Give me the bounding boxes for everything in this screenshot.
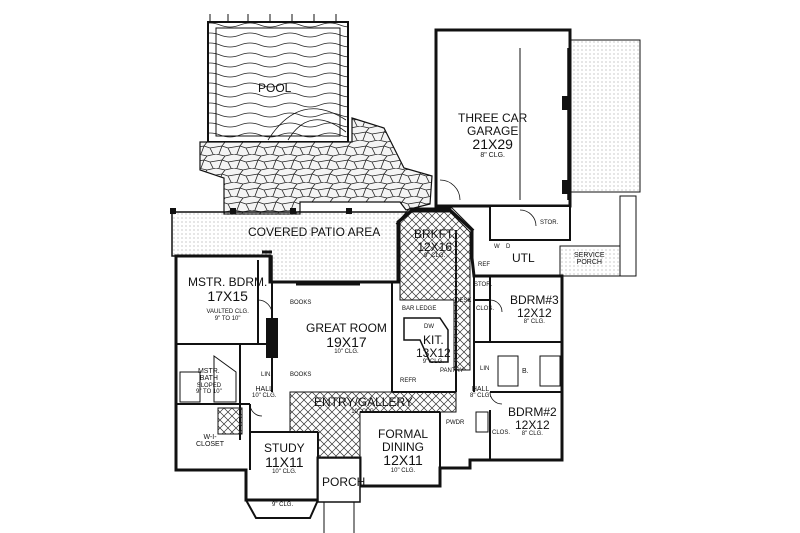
great-room-size: 19X17	[326, 333, 367, 350]
washer-label: W	[494, 244, 500, 250]
garage-outline	[434, 28, 641, 241]
covered-patio-label: COVERED PATIO AREA	[248, 225, 381, 239]
bedroom2-ceiling: 8" CLG.	[521, 431, 543, 438]
study-name: STUDY	[264, 441, 305, 455]
service-porch-1: SERVICE	[574, 252, 605, 259]
study-bay-ceiling: 9" CLG.	[272, 502, 294, 508]
kitchen-island	[403, 317, 449, 363]
bedroom3-size: 12X12	[516, 305, 552, 320]
master-bedroom-ceiling-2: 9" TO 10"	[214, 315, 241, 322]
pool-label: POOL	[258, 81, 292, 95]
powder-room-label: PWDR	[446, 420, 465, 426]
service-porch-outline	[559, 195, 637, 277]
bath-right-fixtures	[475, 355, 561, 433]
bedroom3-label: BDRM#3 12X12 8" CLG.	[510, 294, 559, 325]
linen-left-label: LIN.	[261, 372, 273, 378]
master-bedroom-label: MSTR. BDRM. 17X15 VAULTED CLG. 9" TO 10"	[188, 276, 267, 322]
master-bath-fixtures	[179, 355, 243, 435]
service-porch-label: SERVICE PORCH	[574, 252, 605, 267]
bedroom3-name: BDRM#3	[510, 293, 559, 307]
garage-size: 21X29	[472, 136, 513, 153]
hall-left-label: HALL 10" CLG.	[252, 386, 276, 400]
utility-label: UTL	[512, 251, 535, 265]
bath-b-label: B.	[522, 368, 529, 375]
linen-right-label: LIN	[480, 366, 490, 372]
hall-left-name: HALL	[255, 386, 273, 393]
bedroom2-name: BDRM#2	[508, 405, 557, 419]
hall-right-ceiling: 8" CLG.	[470, 393, 492, 400]
stone-deck	[199, 117, 433, 215]
bar-ledge-label: BAR LEDGE	[402, 306, 437, 312]
bedroom2-size: 12X12	[514, 417, 550, 432]
study-label: STUDY 11X11 10" CLG.	[264, 442, 305, 476]
walk-in-closet-label: W-I- CLOSET	[196, 434, 224, 449]
study-bay	[245, 499, 319, 519]
master-bedroom-size: 17X15	[207, 287, 248, 304]
storage-garage-label: STOR.	[540, 220, 559, 226]
great-room-name: GREAT ROOM	[306, 321, 387, 335]
patio-columns	[170, 208, 352, 214]
dining-ceiling: 10" CLG.	[390, 467, 416, 474]
dishwasher-label: DW	[424, 324, 434, 330]
garage-label: THREE CAR GARAGE 21X29 8" CLG.	[458, 112, 527, 159]
kitchen-breakfast-floor	[399, 211, 471, 371]
breakfast-name: BRKFT.	[414, 227, 456, 241]
storage-util-label: STOR.	[474, 282, 493, 288]
breakfast-ceiling: 9" CLG.	[424, 253, 446, 260]
dryer-label: D	[506, 244, 511, 250]
wic-name-2: CLOSET	[196, 441, 225, 449]
garage-ceiling: 8" CLG.	[480, 151, 505, 159]
kitchen-size: 13X12	[416, 345, 451, 360]
study-ceiling: 10" CLG.	[272, 469, 297, 476]
garage-name-2: GARAGE	[466, 123, 519, 138]
master-bath-ceiling-1: SLOPED	[196, 382, 222, 389]
door-swings	[249, 179, 537, 417]
kitchen-name: KIT.	[423, 333, 444, 347]
desk-label: DESK	[455, 298, 472, 304]
master-bath-name-2: BATH	[199, 375, 218, 383]
master-bedroom-ceiling-1: VAULTED CLG.	[206, 309, 249, 316]
entry-name: ENTRY/GALLERY	[314, 395, 413, 409]
service-porch-2: PORCH	[576, 259, 602, 267]
window-marks	[174, 250, 564, 488]
hall-left-ceiling: 10" CLG.	[252, 393, 277, 400]
fireplace	[266, 318, 278, 358]
study-size: 11X11	[265, 453, 304, 470]
closet-bdrm2-label: CLOS.	[492, 430, 511, 436]
wic-name-1: W-I-	[203, 434, 217, 441]
pool-area	[207, 14, 349, 143]
util-ref-label: REF	[478, 262, 490, 268]
master-bath-ceiling-2: 9" TO 10"	[196, 388, 222, 395]
entry-gallery-label: ENTRY/GALLERY 10" CLG.	[314, 396, 413, 415]
master-bedroom-name: MSTR. BDRM.	[188, 275, 268, 289]
pantry-label: PANTRY	[440, 368, 464, 374]
closet-bdrm3-label: CLOS.	[476, 306, 495, 312]
great-room-label: GREAT ROOM 19X17 10" CLG.	[306, 322, 387, 356]
porch-label: PORCH	[322, 475, 366, 489]
breakfast-label: BRKFT. 12X16 9" CLG.	[414, 228, 455, 259]
hall-right-label: HALL 8" CLG.	[470, 386, 491, 400]
breakfast-bay	[395, 207, 475, 231]
kitchen-label: KIT. 13X12 9" CLG.	[416, 334, 451, 365]
great-room-ceiling: 10" CLG.	[334, 349, 359, 356]
books-top-label: BOOKS	[290, 300, 312, 306]
entry-ceiling: 10" CLG.	[351, 408, 376, 415]
books-bottom-label: BOOKS	[290, 372, 312, 378]
master-bath-name-1: MSTR.	[197, 368, 220, 375]
master-bath-label: MSTR. BATH SLOPED 9" TO 10"	[196, 368, 222, 395]
dining-name-1: FORMAL	[378, 427, 429, 441]
formal-dining-label: FORMAL DINING 12X11 10" CLG.	[378, 428, 428, 474]
dining-name-2: DINING	[382, 439, 424, 454]
garage-name-1: THREE CAR	[458, 111, 528, 125]
dining-size: 12X11	[383, 452, 423, 469]
bedroom3-ceiling: 8" CLG.	[523, 319, 545, 326]
hall-right-name: HALL	[471, 386, 490, 393]
front-porch	[317, 457, 361, 503]
refrigerator-label: REFR	[400, 378, 417, 384]
kitchen-ceiling: 9" CLG.	[422, 359, 444, 366]
breakfast-size: 12X16	[417, 239, 453, 254]
bedroom2-label: BDRM#2 12X12 8" CLG.	[508, 406, 557, 437]
